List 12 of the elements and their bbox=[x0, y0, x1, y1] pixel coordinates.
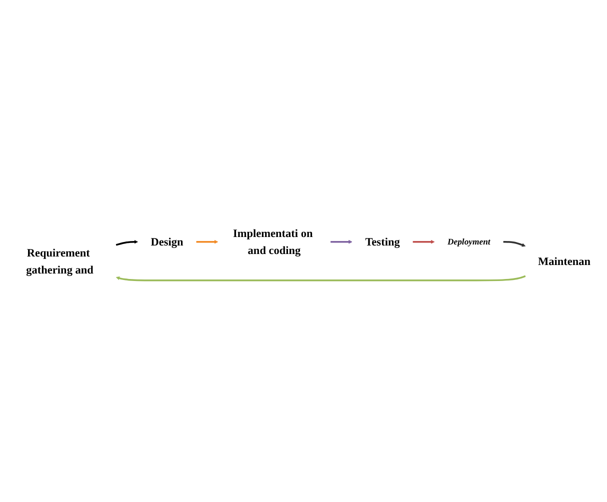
arrow bbox=[196, 239, 218, 244]
node-text: Testing bbox=[365, 235, 400, 248]
arrow bbox=[330, 239, 352, 244]
arrow bbox=[503, 240, 526, 246]
node-text: Deployment bbox=[447, 236, 490, 246]
arrow bbox=[116, 239, 138, 246]
node-text: Design bbox=[150, 235, 184, 248]
arrow bbox=[412, 239, 435, 244]
node-text: Implementati on and coding bbox=[232, 226, 313, 256]
node-text: Requirement gathering and bbox=[26, 246, 94, 276]
arrow bbox=[116, 274, 526, 281]
node-text: Maintenan bbox=[538, 254, 591, 267]
